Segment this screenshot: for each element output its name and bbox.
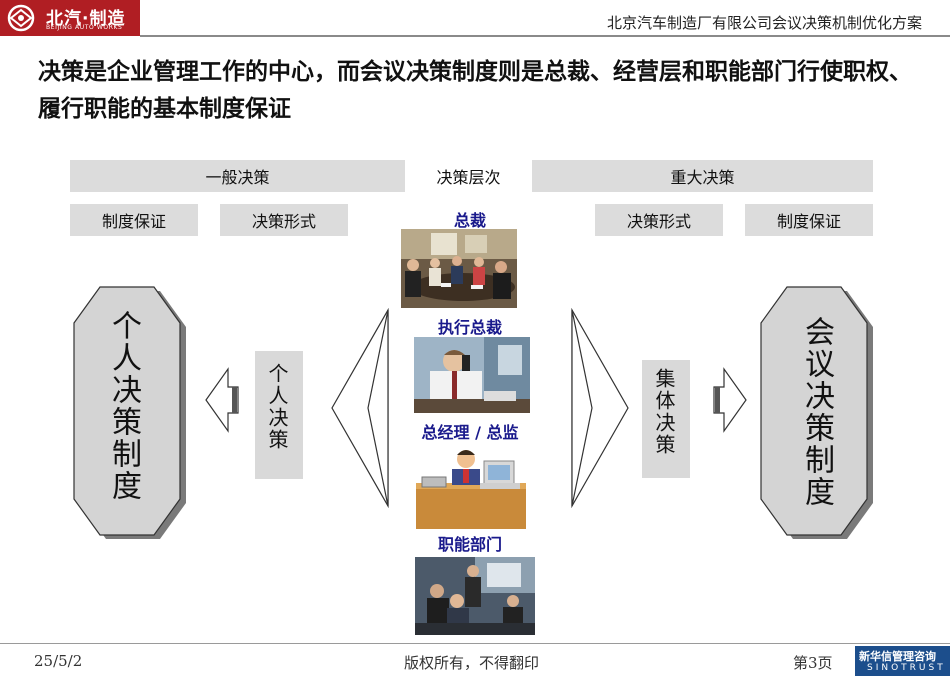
level-label-functional-dept: 职能部门: [437, 535, 502, 554]
slide-headline: 决策是企业管理工作的中心，而会议决策制度则是总裁、经营层和职能部门行使职权、履行…: [38, 59, 912, 122]
personal-decision-system-text: 个人决策制度: [106, 310, 141, 502]
manager-at-desk-image: [416, 443, 526, 529]
right-large-chevron-shape: [571, 308, 629, 508]
meeting-decision-system-text: 会议决策制度: [799, 316, 834, 508]
level-label-executive-president: 执行总裁: [437, 318, 502, 337]
header-divider: [140, 35, 950, 37]
company-logo: 北汽·制造 BEIJING AUTO WORKS: [0, 0, 140, 36]
personal-decision-box: 个人决策: [255, 351, 303, 479]
right-decision-form-label: 决策形式: [595, 204, 723, 236]
footer-divider: [0, 643, 950, 644]
boardroom-meeting-image: [401, 229, 517, 308]
left-decision-form-label: 决策形式: [220, 204, 348, 236]
executive-on-phone-image: [414, 337, 530, 413]
level-label-general-manager: 总经理 / 总监: [421, 423, 519, 442]
department-meeting-image: [415, 557, 535, 635]
footer-date: 25/5/2: [34, 652, 83, 670]
collective-decision-text: 集体决策: [652, 368, 676, 456]
collective-decision-box: 集体决策: [642, 360, 690, 478]
personal-decision-text: 个人决策: [265, 363, 289, 451]
left-institution-guarantee-label: 制度保证: [70, 204, 198, 236]
logo-text: 北汽·制造: [46, 9, 126, 29]
level-label-president: 总裁: [453, 211, 486, 230]
right-institution-guarantee-label: 制度保证: [745, 204, 873, 236]
major-decision-bar: 重大决策: [532, 160, 873, 192]
right-octagon-shape: [760, 286, 873, 539]
sinotrust-logo-en: SINOTRUST: [867, 663, 946, 673]
logo-emblem-icon: [7, 4, 35, 32]
sinotrust-logo-cn: 新华信管理咨询: [859, 650, 936, 663]
left-octagon-shape: [73, 286, 186, 539]
left-large-chevron-shape: [331, 308, 389, 508]
left-arrow-icon: [205, 367, 239, 433]
general-decision-bar: 一般决策: [70, 160, 405, 192]
footer-copyright: 版权所有，不得翻印: [404, 654, 540, 672]
document-title: 北京汽车制造厂有限公司会议决策机制优化方案: [606, 14, 922, 32]
decision-level-label: 决策层次: [407, 160, 530, 192]
right-arrow-icon: [713, 367, 747, 433]
logo-subtext: BEIJING AUTO WORKS: [46, 24, 123, 31]
sinotrust-logo: 新华信管理咨询 SINOTRUST: [855, 646, 950, 676]
footer-page-number: 第3页: [793, 654, 833, 672]
